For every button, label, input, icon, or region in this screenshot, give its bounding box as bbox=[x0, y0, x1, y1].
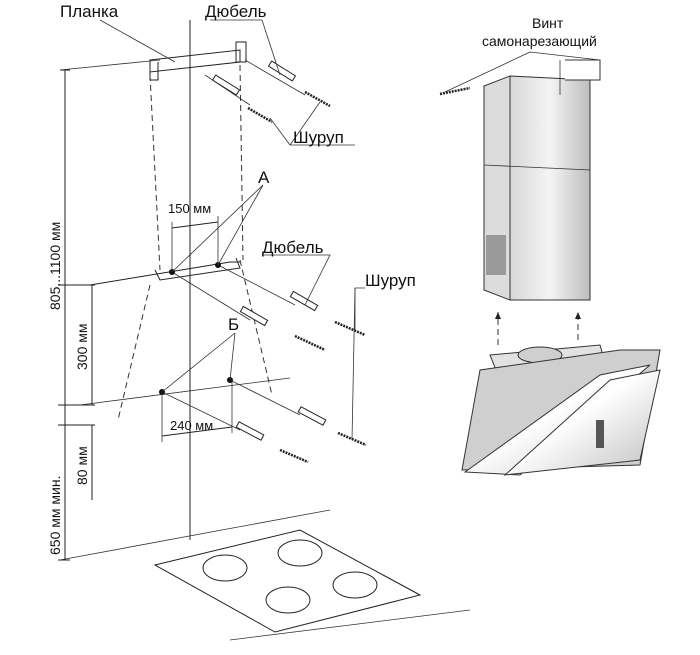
burner-1 bbox=[202, 554, 248, 582]
dim-height-80: 80 мм bbox=[74, 446, 90, 485]
hood-chimney bbox=[439, 59, 601, 301]
screw-top-left bbox=[247, 106, 273, 124]
dowel-mid-right bbox=[289, 290, 319, 312]
hood-body bbox=[461, 344, 661, 476]
leader-lines bbox=[99, 19, 601, 441]
dowel-top-right bbox=[267, 60, 297, 82]
label-dowel-mid: Дюбель bbox=[262, 238, 324, 257]
screw-mid-left bbox=[294, 334, 326, 352]
burner-3 bbox=[265, 586, 311, 614]
label-plank: Планка bbox=[60, 2, 119, 21]
label-dowel-top: Дюбель bbox=[205, 2, 267, 21]
cooktop bbox=[153, 529, 422, 633]
screw-mid-right bbox=[334, 320, 366, 337]
dowel-top-left bbox=[211, 74, 241, 96]
label-screw-self-tapping-1: Винт bbox=[532, 15, 564, 31]
mounting-plank bbox=[149, 41, 247, 81]
top-fasteners bbox=[204, 59, 331, 124]
dim-height-300: 300 мм bbox=[74, 324, 90, 371]
dowel-low-right bbox=[297, 406, 327, 426]
burner-2 bbox=[277, 539, 323, 567]
wall-outline bbox=[59, 20, 471, 641]
horizontal-dimensions bbox=[161, 216, 233, 442]
screw-top-right bbox=[304, 90, 331, 108]
label-screw-top: Шуруп bbox=[293, 128, 344, 147]
hood-contour-dashed bbox=[117, 64, 273, 421]
vertical-dimensions bbox=[58, 69, 95, 561]
dim-width-240: 240 мм bbox=[170, 418, 213, 433]
assembly-arrows bbox=[495, 312, 581, 345]
dowel-mid-left bbox=[239, 305, 269, 327]
label-screw-mid: Шуруп bbox=[365, 271, 416, 290]
label-screw-self-tapping-2: самонарезающий bbox=[482, 33, 597, 49]
middle-fasteners bbox=[171, 264, 366, 352]
self-tapping-screw bbox=[439, 86, 471, 96]
dim-height-range: 805...1100 мм bbox=[47, 222, 63, 310]
upper-bracket bbox=[89, 257, 241, 286]
label-point-b: Б bbox=[228, 315, 239, 334]
label-point-a: А bbox=[258, 168, 270, 187]
lower-fasteners bbox=[161, 379, 367, 464]
dowel-low-left bbox=[235, 421, 265, 441]
screw-low-left bbox=[279, 448, 309, 464]
burner-4 bbox=[332, 571, 378, 599]
lower-mount-line bbox=[79, 377, 291, 406]
dim-width-150: 150 мм bbox=[168, 201, 211, 216]
dim-height-650: 650 мм мин. bbox=[47, 476, 63, 555]
